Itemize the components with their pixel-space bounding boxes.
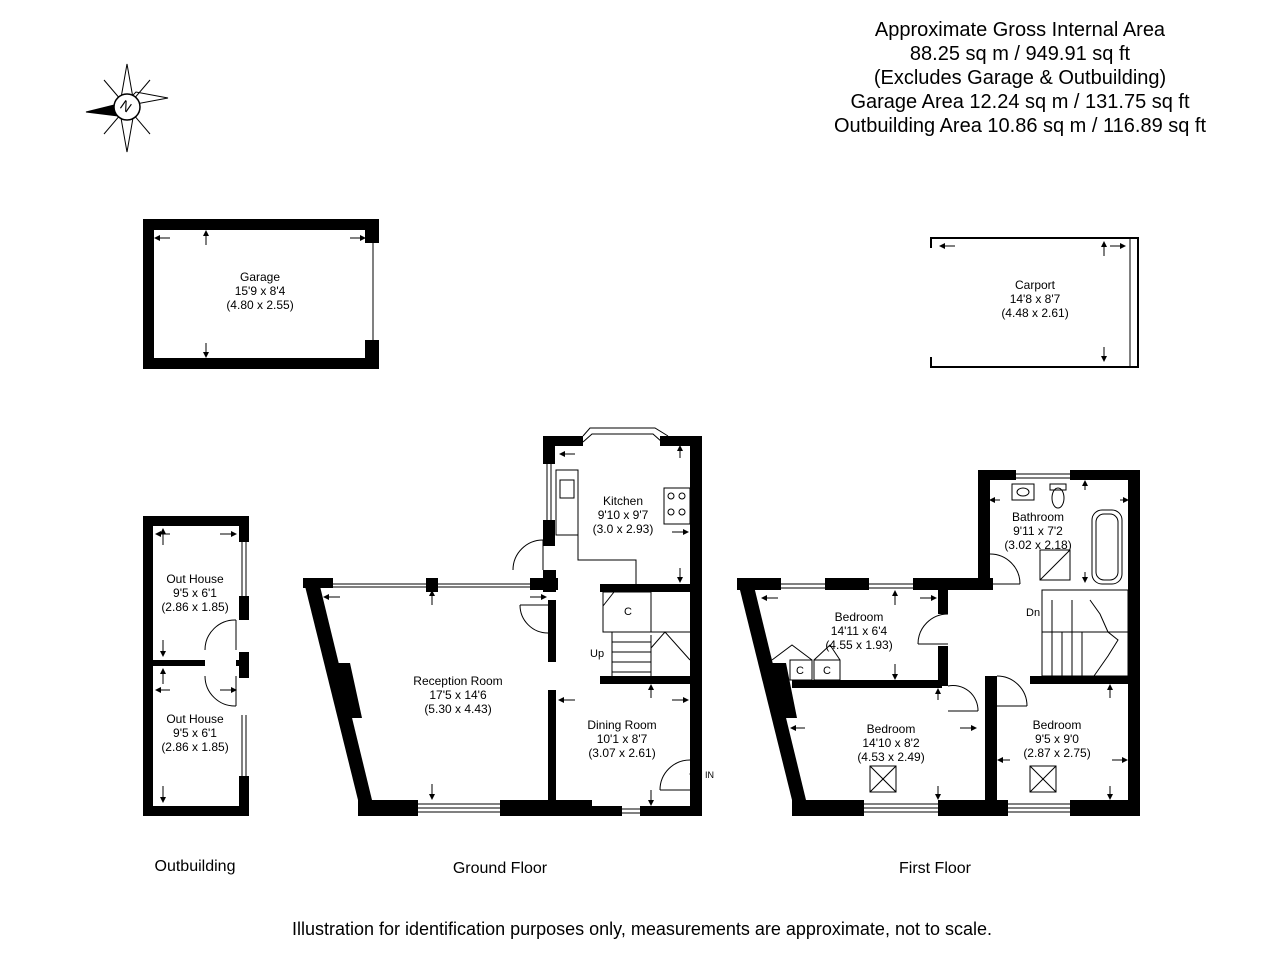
disclaimer: Illustration for identification purposes… bbox=[291, 919, 993, 939]
first-floor-plan bbox=[737, 470, 1140, 816]
area-line: (Excludes Garage & Outbuilding) bbox=[873, 67, 1167, 89]
caption-ground-floor: Ground Floor bbox=[452, 860, 548, 877]
stairs-down-mark: Dn bbox=[1026, 607, 1041, 619]
cupboard-mark-bedroom-b: C bbox=[823, 665, 831, 677]
entrance-mark: IN bbox=[705, 770, 714, 780]
area-summary: Approximate Gross Internal Area 88.25 sq… bbox=[800, 18, 1240, 138]
cupboard-mark-kitchen: C bbox=[624, 606, 632, 618]
outbuilding-plan bbox=[143, 516, 249, 816]
garage-plan bbox=[143, 219, 379, 369]
compass-icon bbox=[85, 63, 169, 153]
caption-first-floor: First Floor bbox=[899, 860, 971, 877]
area-line: 88.25 sq m / 949.91 sq ft bbox=[909, 43, 1131, 65]
stairs-up-mark: Up bbox=[590, 648, 605, 660]
ground-floor-plan bbox=[303, 436, 702, 816]
area-line: Garage Area 12.24 sq m / 131.75 sq ft bbox=[850, 91, 1190, 113]
area-line: Outbuilding Area 10.86 sq m / 116.89 sq … bbox=[833, 115, 1207, 137]
garage-dimension-marks bbox=[154, 230, 366, 358]
caption-outbuilding: Outbuilding bbox=[154, 858, 236, 875]
cupboard-mark-bedroom-a: C bbox=[796, 665, 804, 677]
area-line: Approximate Gross Internal Area bbox=[874, 19, 1166, 41]
carport-plan bbox=[930, 237, 1139, 368]
